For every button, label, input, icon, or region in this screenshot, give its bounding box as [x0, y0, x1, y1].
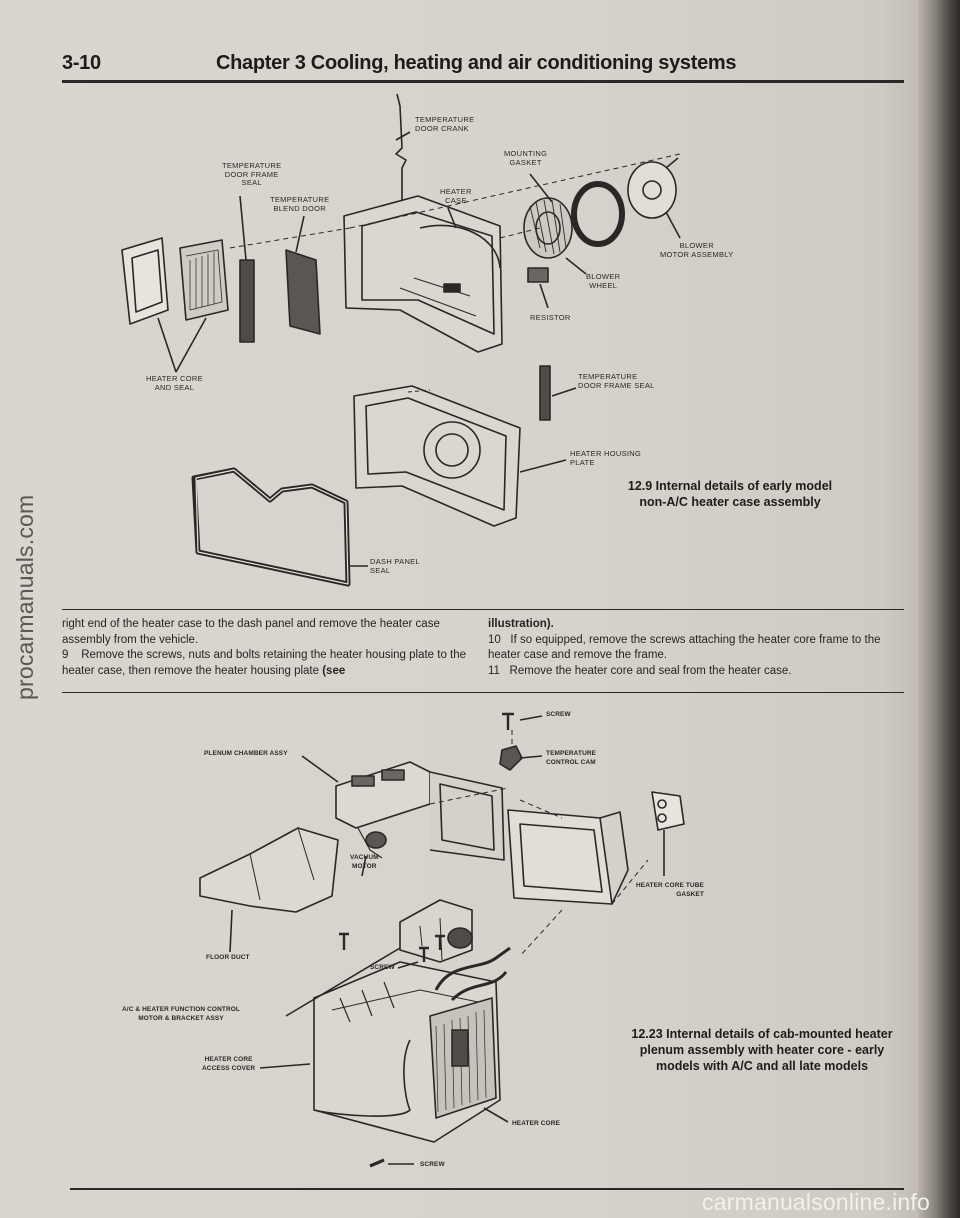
label-dash-panel-seal: DASH PANEL SEAL: [370, 557, 420, 575]
label-heater-core: HEATER CORE: [512, 1120, 560, 1127]
label-temperature-door-frame-seal-top: TEMPERATURE DOOR FRAME SEAL: [222, 161, 282, 187]
label-mounting-gasket: MOUNTING GASKET: [504, 149, 548, 167]
plenum-exploded-diagram: [199, 712, 685, 1168]
paragraph-step-11: 11 Remove the heater core and seal from …: [488, 664, 906, 680]
step-9-figure-ref: (see: [322, 664, 346, 677]
body-text-left-column: right end of the heater case to the dash…: [62, 617, 474, 679]
label-ac-heater-function-control: A/C & HEATER FUNCTION CONTROL MOTOR & BR…: [122, 1006, 240, 1022]
label-temperature-door-frame-seal: TEMPERATURE DOOR FRAME SEAL: [578, 372, 655, 390]
chapter-title: Chapter 3 Cooling, heating and air condi…: [216, 52, 737, 74]
figure-1-caption: 12.9 Internal details of early model non…: [627, 479, 833, 509]
header-rule: [62, 80, 904, 83]
figure-plenum-assembly: SCREW TEMPERATURE CONTROL CAM PLENUM CHA…: [100, 700, 910, 1190]
label-screw-mid: SCREW: [370, 964, 395, 971]
paragraph-step-10: 10 If so equipped, remove the screws att…: [488, 633, 906, 664]
paragraph-continuation: right end of the heater case to the dash…: [62, 618, 440, 646]
page-header: 3-10 Chapter 3 Cooling, heating and air …: [62, 52, 904, 82]
section-rule: [62, 609, 904, 610]
figure-ref-continuation: illustration).: [488, 618, 554, 630]
label-heater-core-tube-gasket: HEATER CORE TUBE GASKET: [636, 882, 704, 898]
step-9-number: 9: [62, 649, 69, 661]
step-11-number: 11: [488, 664, 500, 677]
label-blower-motor-assembly: BLOWER MOTOR ASSEMBLY: [660, 241, 734, 259]
label-screw-top: SCREW: [546, 711, 571, 718]
label-temperature-control-cam: TEMPERATURE CONTROL CAM: [546, 750, 597, 766]
book-spine-shadow: [918, 0, 960, 1218]
label-heater-case: HEATER CASE: [440, 187, 472, 205]
figure-2-caption: 12.23 Internal details of cab-mounted he…: [631, 1027, 893, 1073]
step-10-text: If so equipped, remove the screws attach…: [488, 633, 881, 662]
label-heater-housing-plate: HEATER HOUSING PLATE: [570, 449, 642, 467]
label-heater-core-access-cover: HEATER CORE ACCESS COVER: [202, 1056, 256, 1072]
label-vacuum-motor: VACUUM MOTOR: [350, 854, 379, 870]
figure-heater-case-assembly: TEMPERATURE DOOR CRANK TEMPERATURE DOOR …: [100, 88, 860, 608]
step-10-number: 10: [488, 633, 501, 646]
paragraph-step-9: 9 Remove the screws, nuts and bolts reta…: [62, 648, 474, 679]
label-floor-duct: FLOOR DUCT: [206, 954, 250, 961]
heater-case-exploded-diagram: [121, 93, 681, 587]
page-number: 3-10: [62, 52, 101, 74]
label-temperature-blend-door: TEMPERATURE BLEND DOOR: [270, 195, 330, 213]
footer-watermark: carmanualsonline.info: [702, 1189, 930, 1215]
label-resistor: RESISTOR: [530, 313, 571, 322]
step-11-text: Remove the heater core and seal from the…: [509, 664, 792, 677]
side-watermark: procarmanuals.com: [12, 494, 38, 700]
label-blower-wheel: BLOWER WHEEL: [586, 272, 621, 290]
footer-rule: [70, 1188, 904, 1190]
label-screw-bottom: SCREW: [420, 1161, 445, 1168]
body-text-right-column: illustration). 10 If so equipped, remove…: [488, 617, 906, 679]
step-9-text: Remove the screws, nuts and bolts retain…: [62, 649, 467, 677]
label-temperature-door-crank: TEMPERATURE DOOR CRANK: [415, 115, 475, 133]
label-plenum-chamber-assy: PLENUM CHAMBER ASSY: [204, 750, 288, 757]
label-heater-core-and-seal: HEATER CORE AND SEAL: [146, 374, 203, 392]
section-rule-lower: [62, 692, 904, 693]
